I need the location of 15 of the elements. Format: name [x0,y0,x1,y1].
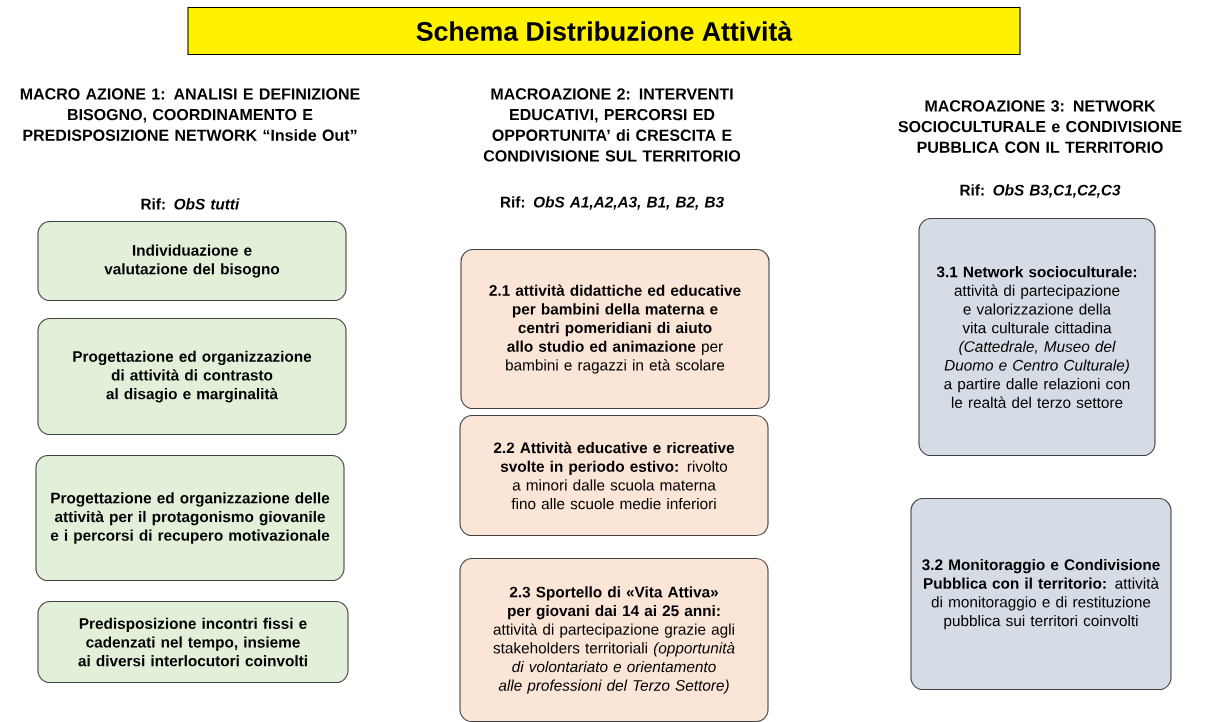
activity-box: Individuazione e valutazione del bisogno [37,221,347,302]
activity-box: 3.2 Monitoraggio e Condivisione Pubblica con il territorio: attività di monitoraggio e di restituzione pubblica sui territori coinvolti [910,498,1172,691]
reference-note: Rif: ObS A1,A2,A3, B1, B2, B3 [501,196,724,210]
activity-box: 2.2 Attività educative e ricreative svolte in periodo estivo: rivolto a minori dalle scuola materna fino alle scuole medie inferiori [459,415,769,537]
title-banner: Schema Distribuzione Attività [187,6,1021,56]
activity-box: Predisposizione incontri fissi e cadenzati nel tempo, insieme ai diversi interlocutori coinvolti [37,601,349,684]
activity-box: 3.1 Network socioculturale: attività di partecipazione e valorizzazione della vita culturale cittadina (Cattedrale, Museo del Duomo e Centro Culturale) a partire dalle relazioni con le realtà del terzo settore [918,218,1156,457]
activity-box: 2.3 Sportello di «Vita Attiva» per giovani dai 14 ai 25 anni: attività di partecipazione grazie agli stakeholders territoriali (opportunità di volontariato e orientamento alle professioni del Terzo Settore) [459,558,769,722]
reference-note: Rif: ObS B3,C1,C2,C3 [960,184,1121,198]
column-heading: MACROAZIONE 3: NETWORK SOCIOCULTURALE e CONDIVISIONE PUBBLICA CON IL TERRITORIO [898,100,1182,153]
activity-box: 2.1 attività didattiche ed educative per bambini della materna e centri pomeridiani di aiuto allo studio ed animazione per bambini e ragazzi in età scolare [460,249,770,410]
column-heading: MACRO AZIONE 1: ANALISI E DEFINIZIONE BISOGNO, COORDINAMENTO E PREDISPOSIZIONE NETWORK “Inside Out” [20,88,360,141]
column-heading: MACROAZIONE 2: INTERVENTI EDUCATIVI, PERCORSI ED OPPORTUNITA’ di CRESCITA E CONDIVISIONE SUL TERRITORIO [483,88,741,162]
activity-box: Progettazione ed organizzazione di attività di contrasto al disagio e marginalità [37,318,347,436]
activity-box: Progettazione ed organizzazione delle attività per il protagonismo giovanile e i percorsi di recupero motivazionale [35,455,345,582]
